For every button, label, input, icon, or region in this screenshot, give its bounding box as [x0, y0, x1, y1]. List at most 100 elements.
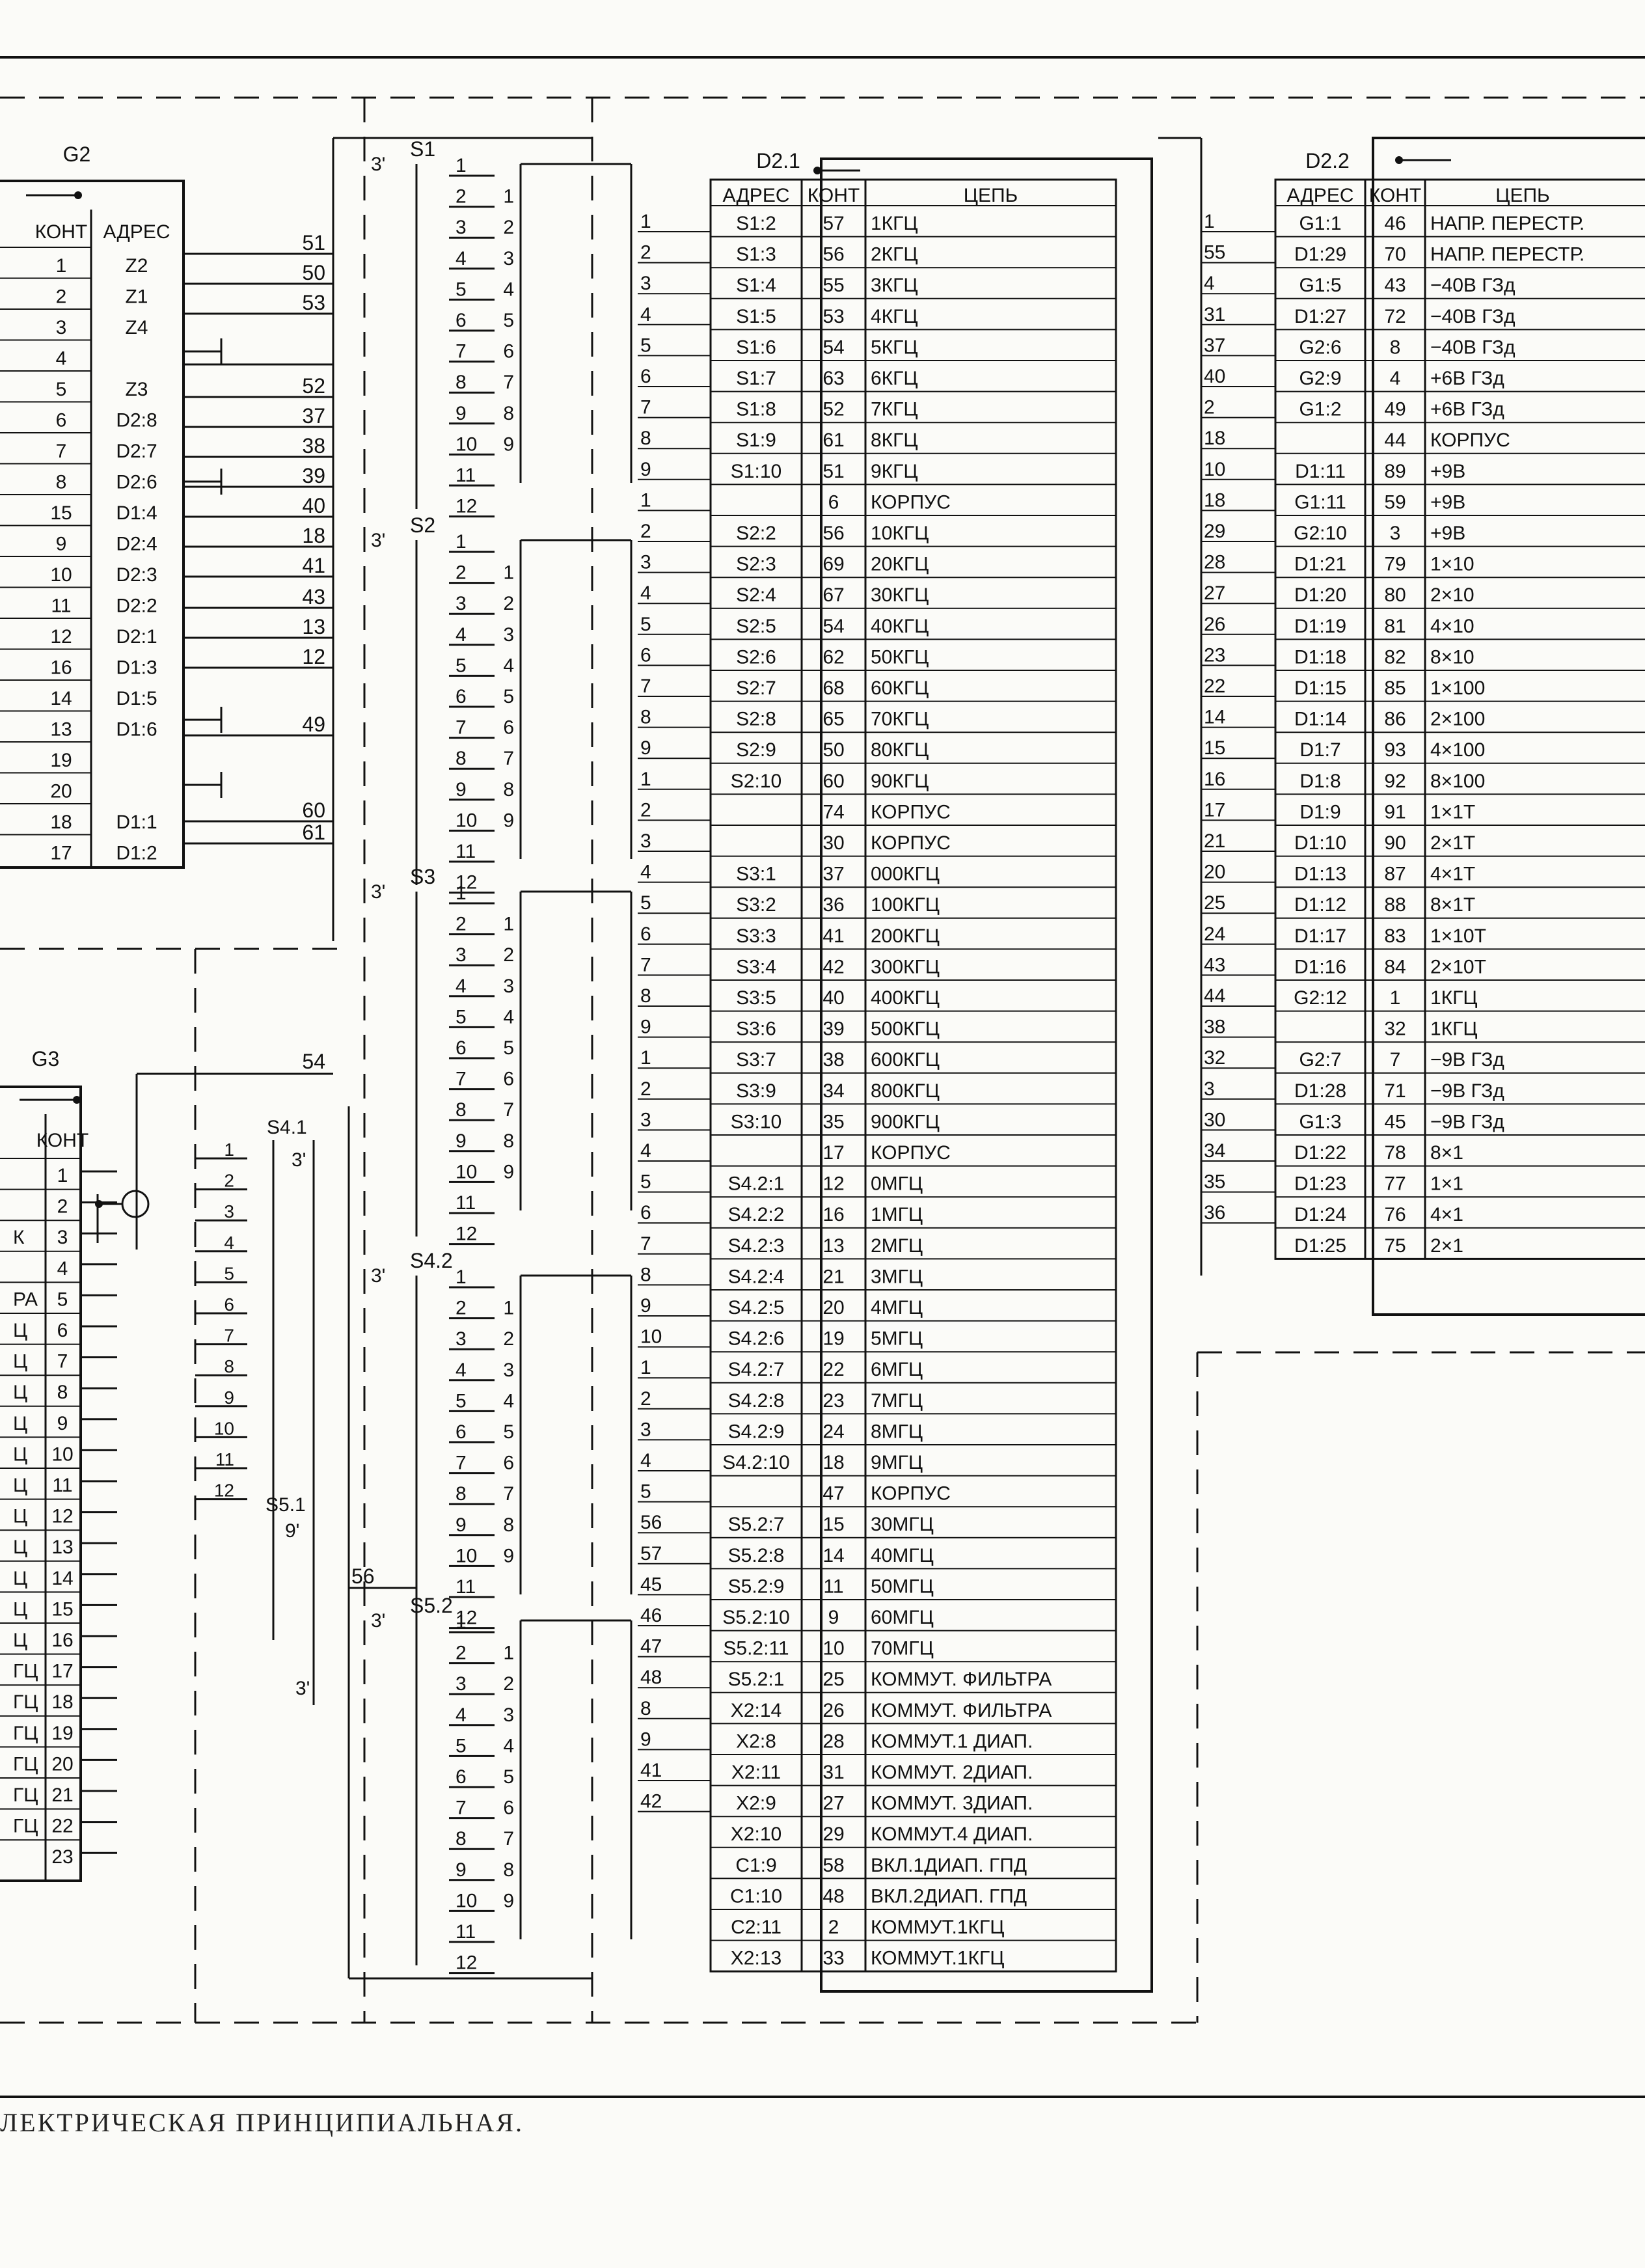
switch-contact-number: 2 [503, 1673, 514, 1695]
d21-kont-cell: 69 [822, 554, 844, 575]
g2-wire-number: 13 [302, 615, 325, 638]
g3-kont-cell: 15 [51, 1598, 73, 1620]
switch-contact-number: 12 [455, 496, 477, 517]
d21-circ-cell: 30КГЦ [871, 584, 929, 606]
sheet-caption: ЛЕКТРИЧЕСКАЯ ПРИНЦИПИАЛЬНАЯ. [0, 2108, 524, 2137]
d22-wire-number: 24 [1204, 923, 1225, 945]
switch-contact-number: 1 [503, 1643, 514, 1664]
d22-kont-cell: 1 [1390, 987, 1401, 1009]
connector-key-dot [73, 1096, 81, 1104]
d22-kont-cell: 7 [1390, 1049, 1401, 1071]
switch-contact-number: 12 [214, 1481, 234, 1501]
d21-kont-cell: 19 [822, 1328, 844, 1350]
d21-kont-cell: 53 [822, 306, 844, 327]
switch-contact-number: 1 [455, 882, 467, 904]
d21-circ-cell: 100КГЦ [871, 894, 940, 916]
d21-addr-cell: S4.2:5 [728, 1297, 785, 1318]
d22-circ-cell: 8×10 [1430, 646, 1475, 668]
d21-addr-cell: S2:10 [731, 771, 782, 792]
d21-circ-cell: 8КГЦ [871, 430, 918, 451]
d22-label: D2.2 [1305, 149, 1350, 172]
d21-circ-cell: 3МГЦ [871, 1266, 923, 1287]
g2-wire-number: 60 [302, 799, 325, 822]
d21-kont-cell: 2 [828, 1917, 839, 1938]
d21-addr-cell: S4.2:3 [728, 1235, 785, 1257]
switch-contact-number: 5 [503, 1766, 514, 1788]
d21-wire-number: 9 [640, 737, 651, 759]
switch-contact-number: 4 [503, 1735, 514, 1756]
g3-kont-cell: 4 [57, 1258, 68, 1279]
d22-circ-cell: −40В ГЗд [1430, 275, 1515, 296]
switch-contact-number: 5 [503, 1037, 514, 1059]
g2-addr-cell: Z3 [125, 379, 148, 400]
d21-kont-cell: 54 [822, 616, 844, 637]
g3-header-kont: КОНТ [36, 1130, 88, 1151]
d21-circ-cell: КОММУТ.1 ДИАП. [871, 1730, 1033, 1752]
d22-circ-cell: +6В ГЗд [1430, 368, 1504, 389]
g3-kont-cell: 2 [57, 1196, 68, 1218]
g3-label: G3 [32, 1047, 60, 1071]
d22-addr-cell: D1:19 [1294, 616, 1346, 637]
d21-kont-cell: 16 [822, 1204, 844, 1225]
d21-addr-cell: X2:10 [731, 1824, 782, 1845]
d21-kont-cell: 9 [828, 1607, 839, 1628]
d21-wire-number: 9 [640, 1017, 651, 1038]
switch-deck-label: S5.2 [410, 1594, 453, 1617]
d21-circ-cell: 2МГЦ [871, 1235, 923, 1257]
g2-kont-cell: 6 [56, 410, 67, 431]
switch-contact-number: 5 [455, 1390, 467, 1412]
d21-kont-cell: 29 [822, 1824, 844, 1845]
d21-kont-cell: 23 [822, 1390, 844, 1412]
switch-contact-number: 7 [455, 1797, 467, 1819]
d22-kont-cell: 80 [1384, 584, 1406, 606]
d21-addr-cell: X2:13 [731, 1948, 782, 1969]
d21-wire-number: 8 [640, 707, 651, 728]
d21-addr-cell: S5.2:8 [728, 1545, 785, 1566]
d22-wire-number: 44 [1204, 985, 1225, 1007]
d21-addr-cell: S3:9 [736, 1080, 776, 1102]
d22-circ-cell: −9В ГЗд [1430, 1049, 1504, 1071]
d21-circ-cell: КОММУТ. 3ДИАП. [871, 1793, 1033, 1814]
switch-contact-number: 3 [503, 1359, 514, 1381]
d21-addr-cell: C1:9 [735, 1855, 776, 1876]
switch-contact-number: 6 [503, 1797, 514, 1819]
g3-kont-cell: 1 [57, 1165, 68, 1186]
switch-contact-number: 8 [503, 1859, 514, 1881]
d21-wire-number: 47 [640, 1636, 662, 1658]
d21-kont-cell: 58 [822, 1855, 844, 1876]
switch-contact-number: 1 [455, 1266, 467, 1288]
g3-kont-cell: 22 [51, 1816, 73, 1837]
g2-addr-cell: D2:8 [116, 410, 157, 431]
d22-wire-number: 14 [1204, 707, 1225, 728]
switch-contact-number: 9 [503, 810, 514, 831]
d21-addr-cell: S2:3 [736, 554, 776, 575]
switch-contact-number: 2 [455, 1643, 467, 1664]
switch-contact-number: 10 [455, 1890, 477, 1911]
d22-kont-cell: 88 [1384, 894, 1406, 916]
d22-addr-cell: G1:1 [1299, 213, 1341, 234]
switch-contact-number: 6 [224, 1294, 234, 1315]
g2-wire-number: 49 [302, 713, 325, 736]
d21-wire-number: 6 [640, 366, 651, 387]
d21-kont-cell: 50 [822, 739, 844, 761]
d22-kont-cell: 44 [1384, 430, 1406, 451]
switch-contact-number: 5 [503, 686, 514, 707]
d21-kont-cell: 21 [822, 1266, 844, 1287]
d21-wire-number: 42 [640, 1791, 662, 1812]
switch-contact-number: 7 [455, 1069, 467, 1090]
d21-circ-cell: 60КГЦ [871, 677, 929, 699]
g2-kont-cell: 16 [50, 657, 72, 679]
g2-wire-number: 40 [302, 494, 325, 517]
g2-wire-number: 18 [302, 524, 325, 547]
d21-circ-cell: 90КГЦ [871, 771, 929, 792]
d22-circ-cell: −9В ГЗд [1430, 1080, 1504, 1102]
d22-kont-cell: 92 [1384, 771, 1406, 792]
d22-addr-cell: G1:3 [1299, 1111, 1341, 1132]
g2-header-addr: АДРЕС [103, 221, 170, 243]
d21-kont-cell: 25 [822, 1669, 844, 1690]
d22-addr-cell: D1:14 [1294, 709, 1346, 730]
switch-position-mark: 3' [371, 530, 385, 551]
d22-addr-cell: D1:29 [1294, 244, 1346, 266]
d22-circ-cell: 1КГЦ [1430, 1018, 1478, 1040]
